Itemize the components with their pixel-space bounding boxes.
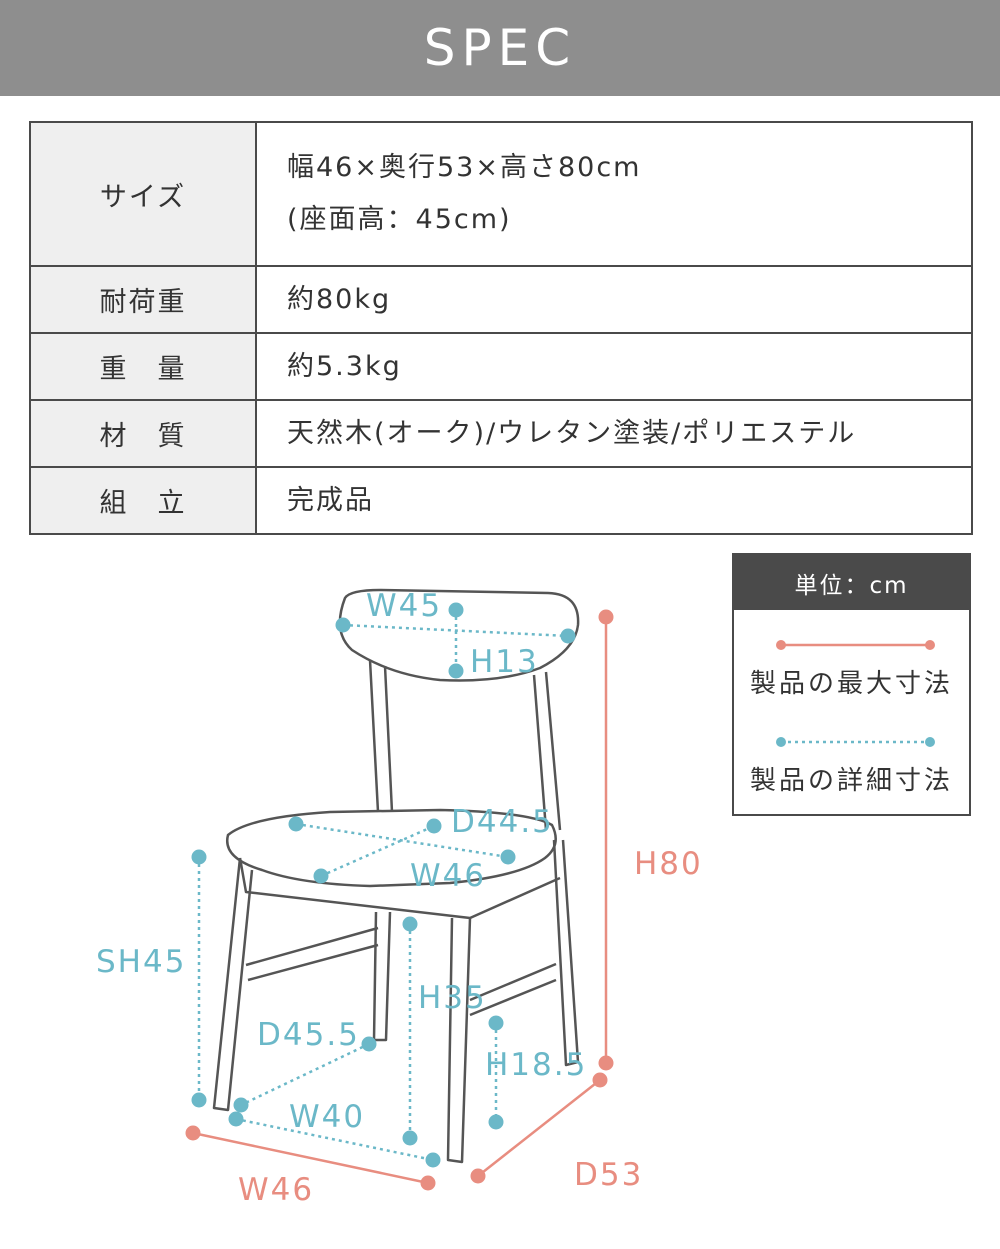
spec-value-assembly: 完成品 <box>255 466 973 535</box>
chair-seat-edge <box>238 857 561 920</box>
dim-dot <box>361 1036 377 1052</box>
dim-dot <box>191 1092 207 1108</box>
dim-label-base-depth: D45.5 <box>257 1017 360 1053</box>
spec-key-assembly: 組 立 <box>29 466 257 535</box>
spec-key-weight: 重 量 <box>29 332 257 401</box>
dim-dot <box>228 1111 244 1127</box>
chair-front-leg-right <box>446 917 472 1164</box>
table-row: 材 質 天然木(オーク)/ウレタン塗装/ポリエステル <box>29 399 973 468</box>
dim-dot <box>420 1175 436 1191</box>
spec-title: SPEC <box>423 19 577 77</box>
dim-dot <box>335 617 351 633</box>
spec-key-size: サイズ <box>29 121 257 267</box>
chair-front-leg-left <box>212 857 254 1112</box>
chair-stretcher-back <box>469 962 557 1017</box>
dim-dot <box>598 609 614 625</box>
detail-dimension-dots <box>191 602 576 1168</box>
dim-label-back-width: W45 <box>366 588 442 624</box>
dim-dot <box>470 1168 486 1184</box>
max-dimension-dot <box>925 640 935 650</box>
spec-table: サイズ 幅46×奥行53×高さ80cm (座面高：45cm) 耐荷重 約80kg… <box>29 121 973 535</box>
table-row: 重 量 約5.3kg <box>29 332 973 401</box>
dim-dot <box>313 868 329 884</box>
max-dimension-dot <box>776 640 786 650</box>
dim-label-leg-height: H35 <box>418 980 487 1016</box>
chair-drawing <box>212 588 580 1164</box>
dim-dot <box>598 1055 614 1071</box>
dim-label-stretcher-height: H18.5 <box>485 1047 587 1083</box>
legend-box: 単位：cm 製品の最大寸法 製品の詳細寸法 <box>732 553 971 816</box>
spec-value-size: 幅46×奥行53×高さ80cm (座面高：45cm) <box>255 121 973 267</box>
table-row: 組 立 完成品 <box>29 466 973 535</box>
chair-stretcher-side <box>245 926 379 982</box>
chair-back-leg-left <box>372 911 392 1042</box>
spec-key-material: 材 質 <box>29 399 257 468</box>
dim-dot <box>488 1015 504 1031</box>
chair-seat <box>225 808 557 888</box>
dim-dot <box>402 1130 418 1146</box>
detail-dimension-dot <box>925 737 935 747</box>
spec-value-material: 天然木(オーク)/ウレタン塗装/ポリエステル <box>255 399 973 468</box>
dim-label-seat-width: W46 <box>410 858 486 894</box>
dim-label-total-width: W46 <box>238 1172 314 1208</box>
dim-dot <box>402 916 418 932</box>
dim-dot <box>426 818 442 834</box>
dim-dot <box>233 1097 249 1113</box>
dim-label-seat-height: SH45 <box>96 944 186 980</box>
table-row: 耐荷重 約80kg <box>29 265 973 334</box>
dim-dot <box>191 849 207 865</box>
table-row: サイズ 幅46×奥行53×高さ80cm (座面高：45cm) <box>29 121 973 267</box>
spec-header: SPEC <box>0 0 1000 96</box>
chair-back-post-right <box>532 671 562 831</box>
dim-label-back-height: H13 <box>470 644 539 680</box>
dim-dot <box>560 628 576 644</box>
spec-value-line: 幅46×奥行53×高さ80cm <box>287 152 642 183</box>
dim-label-seat-depth: D44.5 <box>451 804 554 840</box>
max-dimension-dots <box>185 609 614 1191</box>
max-dimensions <box>192 617 608 1185</box>
legend-lines <box>776 640 935 747</box>
dim-dot <box>448 602 464 618</box>
dim-label-total-height: H80 <box>634 846 703 882</box>
spec-key-load: 耐荷重 <box>29 265 257 334</box>
detail-dimension-dot <box>776 737 786 747</box>
dim-dot <box>448 663 464 679</box>
detail-dimension-label: 製品の詳細寸法 <box>749 766 953 796</box>
spec-value-weight: 約5.3kg <box>255 332 973 401</box>
chair-backrest <box>338 588 580 682</box>
detail-dimensions <box>197 610 569 1162</box>
dim-label-total-depth: D53 <box>574 1157 643 1193</box>
spec-value-line: (座面高：45cm) <box>287 204 512 235</box>
chair-back-post-left <box>368 659 394 813</box>
dim-dot <box>425 1152 441 1168</box>
max-dimension-label: 製品の最大寸法 <box>749 669 953 699</box>
dim-dot <box>185 1125 201 1141</box>
dim-label-base-width: W40 <box>289 1099 365 1135</box>
chair-back-leg-right <box>552 839 580 1067</box>
dim-dot <box>488 1114 504 1130</box>
dim-dot <box>592 1072 608 1088</box>
dim-dot <box>500 849 516 865</box>
unit-label: 単位：cm <box>734 555 969 610</box>
spec-value-load: 約80kg <box>255 265 973 334</box>
dim-dot <box>288 816 304 832</box>
chair-diagram: W45 H13 D44.5 W46 SH45 H35 D45.5 H18.5 W… <box>96 588 703 1208</box>
